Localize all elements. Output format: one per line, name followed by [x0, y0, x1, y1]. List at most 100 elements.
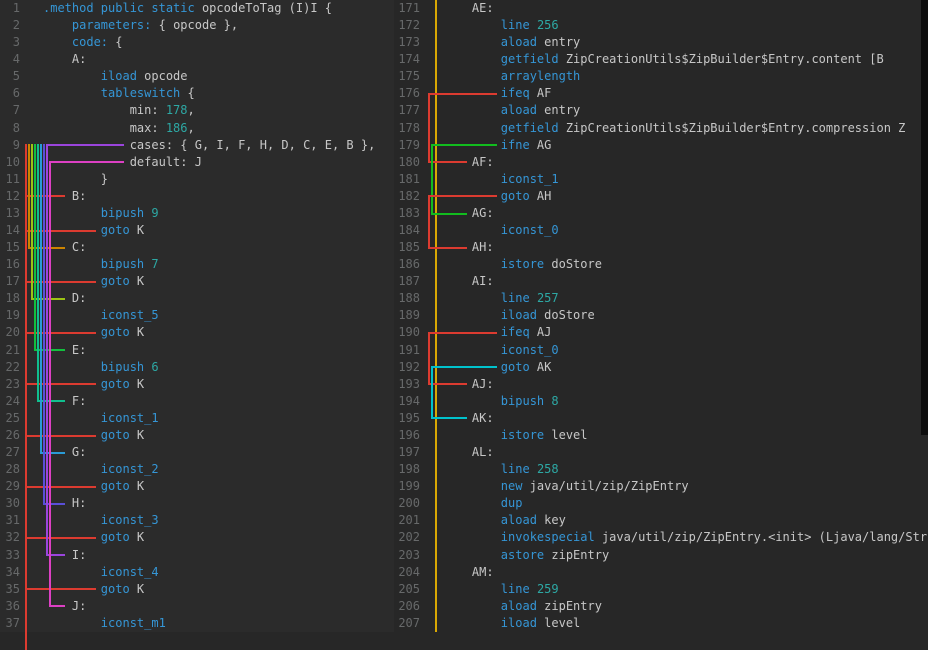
code-line[interactable]: 10 default: J — [0, 154, 394, 171]
code-line[interactable]: 5 iload opcode — [0, 68, 394, 85]
code-text: H: — [43, 496, 87, 511]
code-line[interactable]: 31 iconst_3 — [0, 512, 394, 529]
line-number: 185 — [398, 240, 420, 255]
code-line[interactable]: 15 C: — [0, 239, 394, 256]
code-line[interactable]: 180 AF: — [394, 154, 928, 171]
code-text: AG: — [443, 205, 494, 220]
code-line[interactable]: 16 bipush 7 — [0, 256, 394, 273]
code-line[interactable]: 177 aload entry — [394, 102, 928, 119]
code-line[interactable]: 206 aload zipEntry — [394, 598, 928, 615]
code-line[interactable]: 184 iconst_0 — [394, 222, 928, 239]
code-line[interactable]: 197 AL: — [394, 444, 928, 461]
code-line[interactable]: 183 AG: — [394, 205, 928, 222]
code-text: iconst_1 — [100, 410, 159, 425]
code-line[interactable]: 18 D: — [0, 290, 394, 307]
scrollbar-thumb[interactable] — [921, 0, 928, 435]
code-line[interactable]: 2 parameters: { opcode }, — [0, 17, 394, 34]
code-text: } — [43, 171, 109, 186]
code-line[interactable]: 17 goto K — [0, 273, 394, 290]
code-line[interactable]: 188 line 257 — [394, 290, 928, 307]
code-line[interactable]: 37 iconst_m1 — [0, 615, 394, 632]
code-text: line 259 — [500, 581, 559, 596]
code-line[interactable]: 33 I: — [0, 547, 394, 564]
code-line[interactable]: 190 ifeq AJ — [394, 324, 928, 341]
code-line[interactable]: 173 aload entry — [394, 34, 928, 51]
code-line[interactable]: 203 astore zipEntry — [394, 547, 928, 564]
code-line[interactable]: 196 istore level — [394, 427, 928, 444]
code-line[interactable]: 185 AH: — [394, 239, 928, 256]
code-line[interactable]: 192 goto AK — [394, 359, 928, 376]
code-line[interactable]: 27 G: — [0, 444, 394, 461]
code-line[interactable]: 201 aload key — [394, 512, 928, 529]
code-line[interactable]: 181 iconst_1 — [394, 171, 928, 188]
code-line[interactable]: 171 AE: — [394, 0, 928, 17]
line-number: 198 — [398, 462, 420, 477]
line-number: 176 — [398, 86, 420, 101]
code-line[interactable]: 194 bipush 8 — [394, 393, 928, 410]
line-number: 187 — [398, 274, 420, 289]
code-text: AK: — [443, 410, 494, 425]
code-line[interactable]: 11 } — [0, 171, 394, 188]
code-line[interactable]: 13 bipush 9 — [0, 205, 394, 222]
code-line[interactable]: 28 iconst_2 — [0, 461, 394, 478]
code-line[interactable]: 174 getfield ZipCreationUtils$ZipBuilder… — [394, 51, 928, 68]
code-line[interactable]: 1.method public static opcodeToTag (I)I … — [0, 0, 394, 17]
line-number: 9 — [12, 137, 20, 152]
code-line[interactable]: 29 goto K — [0, 478, 394, 495]
code-line[interactable]: 175 arraylength — [394, 68, 928, 85]
code-line[interactable]: 205 line 259 — [394, 581, 928, 598]
code-line[interactable]: 200 dup — [394, 495, 928, 512]
code-line[interactable]: 6 tableswitch { — [0, 85, 394, 102]
code-line[interactable]: 34 iconst_4 — [0, 564, 394, 581]
line-number: 205 — [398, 581, 420, 596]
code-line[interactable]: 30 H: — [0, 495, 394, 512]
code-line[interactable]: 186 istore doStore — [394, 256, 928, 273]
code-line[interactable]: 9 cases: { G, I, F, H, D, C, E, B }, — [0, 137, 394, 154]
code-line[interactable]: 14 goto K — [0, 222, 394, 239]
code-line[interactable]: 26 goto K — [0, 427, 394, 444]
code-line[interactable]: 179 ifne AG — [394, 137, 928, 154]
line-number: 33 — [5, 547, 20, 562]
line-number: 1 — [12, 1, 20, 15]
code-line[interactable]: 3 code: { — [0, 34, 394, 51]
code-line[interactable]: 36 J: — [0, 598, 394, 615]
code-line[interactable]: 7 min: 178, — [0, 102, 394, 119]
code-line[interactable]: 204 AM: — [394, 564, 928, 581]
code-text: default: J — [43, 154, 202, 169]
code-line[interactable]: 207 iload level — [394, 615, 928, 632]
code-line[interactable]: 189 iload doStore — [394, 307, 928, 324]
code-line[interactable]: 193 AJ: — [394, 376, 928, 393]
code-line[interactable]: 178 getfield ZipCreationUtils$ZipBuilder… — [394, 120, 928, 137]
line-number: 35 — [5, 581, 20, 596]
code-line[interactable]: 172 line 256 — [394, 17, 928, 34]
editor-pane-left[interactable]: 1.method public static opcodeToTag (I)I … — [0, 0, 394, 632]
line-number: 181 — [398, 171, 420, 186]
code-line[interactable]: 23 goto K — [0, 376, 394, 393]
line-number: 32 — [5, 530, 20, 545]
code-line[interactable]: 12 B: — [0, 188, 394, 205]
code-line[interactable]: 4 A: — [0, 51, 394, 68]
code-text: iconst_4 — [100, 564, 159, 579]
code-line[interactable]: 187 AI: — [394, 273, 928, 290]
code-text: bipush 6 — [100, 359, 159, 374]
code-line[interactable]: 176 ifeq AF — [394, 85, 928, 102]
code-text: A: — [43, 52, 87, 67]
line-number: 177 — [398, 103, 420, 118]
code-line[interactable]: 19 iconst_5 — [0, 307, 394, 324]
code-line[interactable]: 21 E: — [0, 342, 394, 359]
code-line[interactable]: 182 goto AH — [394, 188, 928, 205]
code-line[interactable]: 198 line 258 — [394, 461, 928, 478]
code-line[interactable]: 199 new java/util/zip/ZipEntry — [394, 478, 928, 495]
code-line[interactable]: 8 max: 186, — [0, 120, 394, 137]
code-line[interactable]: 202 invokespecial java/util/zip/ZipEntry… — [394, 529, 928, 546]
code-line[interactable]: 35 goto K — [0, 581, 394, 598]
code-line[interactable]: 32 goto K — [0, 529, 394, 546]
code-text: goto AH — [500, 188, 552, 203]
code-line[interactable]: 191 iconst_0 — [394, 342, 928, 359]
code-line[interactable]: 22 bipush 6 — [0, 359, 394, 376]
code-line[interactable]: 20 goto K — [0, 324, 394, 341]
code-line[interactable]: 25 iconst_1 — [0, 410, 394, 427]
code-line[interactable]: 195 AK: — [394, 410, 928, 427]
code-line[interactable]: 24 F: — [0, 393, 394, 410]
